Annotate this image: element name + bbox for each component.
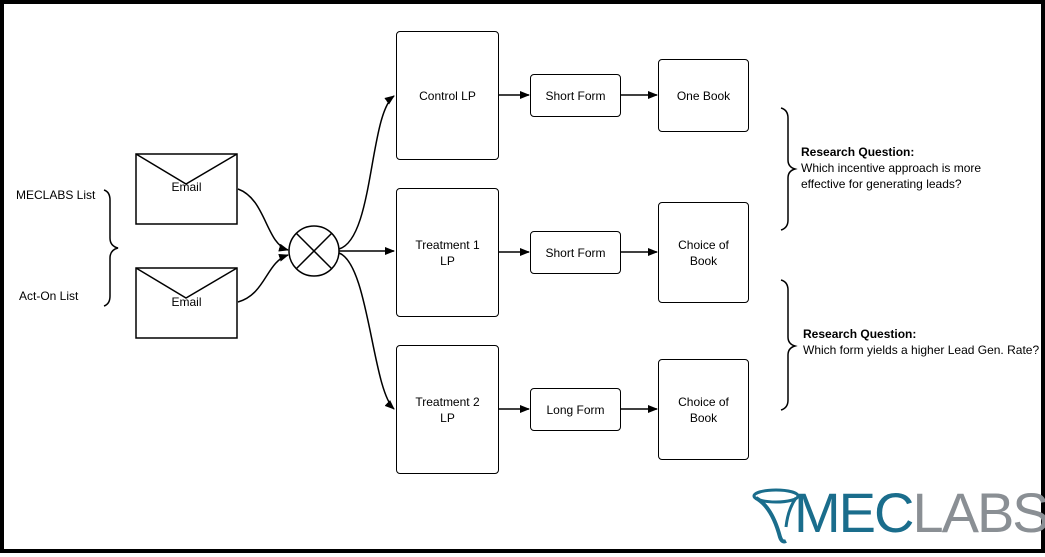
treatment2-lp-label-line1: Treatment 2: [415, 394, 480, 409]
control-lp-label: Control LP: [419, 88, 476, 103]
control-lp-box: Control LP: [396, 31, 499, 160]
logo-labs-text: LABS: [912, 481, 1045, 544]
offer-label-2-line2: Book: [689, 253, 718, 268]
treatment1-lp-box: Treatment 1 LP: [396, 188, 499, 317]
logo-wordmark: MECLABS: [794, 483, 1045, 543]
connector-splitter-control: [338, 95, 395, 250]
connector-email1-splitter: [237, 188, 289, 252]
offer-label-3-line1: Choice of: [678, 394, 729, 409]
form-label-3: Long Form: [546, 402, 605, 417]
form-label-1: Short Form: [545, 88, 606, 103]
connector-splitter-treatment2: [338, 252, 395, 410]
research-question-1-title: Research Question:: [801, 145, 915, 159]
research-question-1-line1: Which incentive approach is more: [801, 161, 982, 175]
logo-funnel-icon: [752, 488, 800, 544]
form-box-2: Short Form: [530, 231, 621, 274]
research-question-2-title: Research Question:: [803, 327, 917, 341]
offer-label-3-line2: Book: [689, 410, 718, 425]
offer-label-1: One Book: [676, 88, 731, 103]
research-question-1-line2: effective for generating leads?: [801, 177, 962, 191]
research-brace-2: [780, 279, 798, 411]
meclabs-logo: MECLABS: [752, 483, 1045, 547]
lists-brace: [103, 189, 119, 307]
email-label-2: Email: [171, 295, 202, 309]
offer-box-1: One Book: [658, 59, 749, 132]
form-box-3: Long Form: [530, 388, 621, 431]
research-question-2: Research Question: Which form yields a h…: [803, 326, 1039, 358]
research-question-2-line1: Which form yields a higher Lead Gen. Rat…: [803, 343, 1040, 357]
offer-label-2-line1: Choice of: [678, 237, 729, 252]
logo-mec-text: MEC: [794, 481, 914, 544]
act-on-list-label: Act-On List: [19, 289, 79, 303]
offer-box-2: Choice of Book: [658, 202, 749, 303]
treatment2-lp-box: Treatment 2 LP: [396, 345, 499, 474]
flow-connectors: [103, 91, 798, 413]
treatment1-lp-label-line2: LP: [440, 253, 455, 268]
offer-box-3: Choice of Book: [658, 359, 749, 460]
research-brace-1: [780, 107, 798, 231]
form-box-1: Short Form: [530, 74, 621, 117]
meclabs-list-label: MECLABS List: [16, 188, 96, 202]
treatment1-lp-label-line1: Treatment 1: [415, 237, 480, 252]
email-label-1: Email: [171, 180, 202, 194]
research-question-1: Research Question: Which incentive appro…: [801, 144, 981, 192]
email-envelope-1: [135, 153, 238, 225]
connector-email2-splitter: [237, 253, 289, 303]
email-envelope-2: [135, 267, 238, 339]
splitter-node: [288, 225, 340, 277]
treatment2-lp-label-line2: LP: [440, 410, 455, 425]
form-label-2: Short Form: [545, 245, 606, 260]
